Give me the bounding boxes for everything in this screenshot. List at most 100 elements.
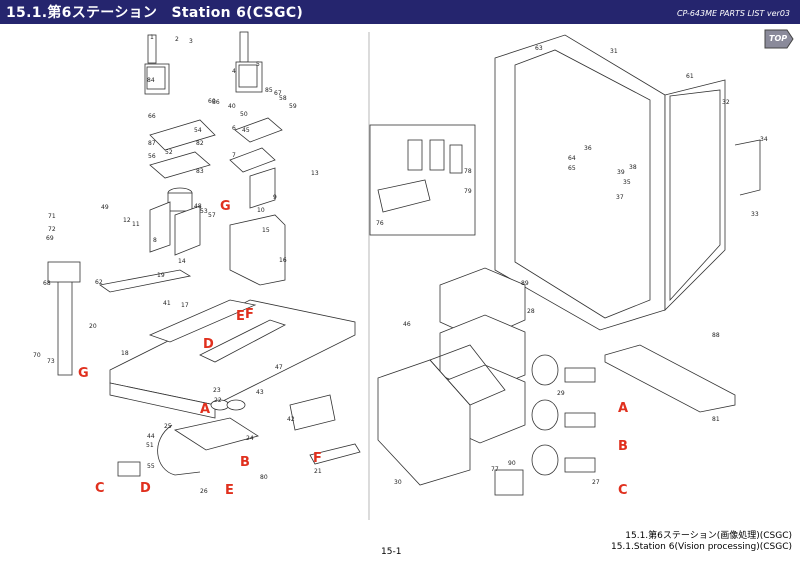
svg-text:7: 7 [232, 152, 236, 159]
page-number: 15-1 [381, 547, 402, 557]
svg-text:84: 84 [147, 77, 155, 84]
left-assembly-drawing [47, 31, 370, 520]
svg-text:53: 53 [200, 208, 208, 215]
svg-text:C: C [618, 483, 628, 498]
svg-text:59: 59 [289, 103, 297, 110]
svg-text:29: 29 [557, 390, 565, 397]
svg-text:40: 40 [228, 103, 236, 110]
svg-text:55: 55 [147, 463, 155, 470]
svg-text:87: 87 [148, 140, 156, 147]
svg-text:B: B [618, 439, 628, 454]
svg-text:57: 57 [208, 212, 216, 219]
svg-text:C: C [95, 481, 105, 496]
svg-text:43: 43 [256, 389, 264, 396]
svg-text:D: D [203, 337, 214, 352]
svg-text:B: B [240, 455, 250, 470]
svg-text:38: 38 [629, 164, 637, 171]
svg-text:56: 56 [148, 153, 156, 160]
svg-text:64: 64 [568, 155, 576, 162]
svg-text:4: 4 [232, 68, 236, 75]
svg-text:69: 69 [46, 235, 54, 242]
svg-text:18: 18 [121, 350, 129, 357]
svg-text:F: F [245, 307, 254, 322]
svg-text:G: G [220, 199, 231, 214]
svg-text:16: 16 [279, 257, 287, 264]
svg-text:37: 37 [616, 194, 624, 201]
svg-text:61: 61 [686, 73, 694, 80]
svg-text:15: 15 [262, 227, 270, 234]
svg-text:49: 49 [101, 204, 109, 211]
svg-text:12: 12 [123, 217, 131, 224]
svg-text:76: 76 [376, 220, 384, 227]
svg-text:A: A [200, 402, 210, 417]
svg-text:26: 26 [200, 488, 208, 495]
svg-text:81: 81 [712, 416, 720, 423]
svg-text:90: 90 [508, 460, 516, 467]
svg-text:82: 82 [196, 140, 204, 147]
svg-text:66: 66 [148, 113, 156, 120]
svg-text:52: 52 [165, 149, 173, 156]
svg-text:6: 6 [232, 125, 236, 132]
svg-text:68: 68 [43, 280, 51, 287]
svg-text:67: 67 [274, 90, 282, 97]
svg-text:73: 73 [47, 358, 55, 365]
svg-text:E: E [225, 483, 234, 498]
svg-text:10: 10 [257, 207, 265, 214]
svg-text:88: 88 [712, 332, 720, 339]
svg-text:F: F [313, 451, 322, 466]
callout-numbers: 1 2 3 4 5 6 7 8 9 10 11 12 13 14 15 16 1… [33, 34, 768, 495]
svg-text:5: 5 [256, 61, 260, 68]
svg-text:46: 46 [403, 321, 411, 328]
svg-text:32: 32 [722, 99, 730, 106]
svg-text:9: 9 [273, 194, 277, 201]
svg-text:24: 24 [246, 435, 254, 442]
top-button[interactable]: TOP [763, 26, 795, 52]
svg-text:79: 79 [464, 188, 472, 195]
section-letters: G G E F D A B C D E F A B C [78, 199, 628, 498]
svg-text:71: 71 [48, 213, 56, 220]
svg-text:78: 78 [464, 168, 472, 175]
svg-text:42: 42 [287, 416, 295, 423]
svg-text:51: 51 [146, 442, 154, 449]
svg-text:41: 41 [163, 300, 171, 307]
svg-text:83: 83 [196, 168, 204, 175]
svg-text:39: 39 [617, 169, 625, 176]
caption-japanese: 15.1.第6ステーション(画像処理)(CSGC) [625, 531, 792, 541]
page-header: 15.1.第6ステーション Station 6(CSGC) CP-643ME P… [0, 0, 800, 24]
svg-text:34: 34 [760, 136, 768, 143]
svg-text:47: 47 [275, 364, 283, 371]
svg-text:G: G [78, 366, 89, 381]
svg-text:86: 86 [212, 99, 220, 106]
svg-text:2: 2 [175, 36, 179, 43]
caption-english: 15.1.Station 6(Vision processing)(CSGC) [610, 542, 792, 552]
svg-text:89: 89 [521, 280, 529, 287]
svg-text:28: 28 [527, 308, 535, 315]
right-assembly-drawing [369, 34, 761, 496]
svg-text:27: 27 [592, 479, 600, 486]
svg-text:19: 19 [157, 272, 165, 279]
svg-text:A: A [618, 401, 628, 416]
svg-text:70: 70 [33, 352, 41, 359]
svg-text:65: 65 [568, 165, 576, 172]
svg-text:72: 72 [48, 226, 56, 233]
svg-text:85: 85 [265, 87, 273, 94]
page-title: 15.1.第6ステーション Station 6(CSGC) [6, 5, 304, 21]
svg-text:35: 35 [623, 179, 631, 186]
svg-text:3: 3 [189, 38, 193, 45]
svg-text:1: 1 [150, 34, 154, 41]
svg-text:8: 8 [153, 237, 157, 244]
svg-text:54: 54 [194, 127, 202, 134]
svg-text:25: 25 [164, 423, 172, 430]
svg-text:63: 63 [535, 45, 543, 52]
top-button-label: TOP [769, 34, 788, 43]
svg-text:30: 30 [394, 479, 402, 486]
document-label: CP-643ME PARTS LIST ver03 [676, 9, 790, 18]
svg-text:31: 31 [610, 48, 618, 55]
svg-text:E: E [236, 309, 245, 324]
svg-text:80: 80 [260, 474, 268, 481]
svg-text:D: D [140, 481, 151, 496]
svg-text:77: 77 [491, 466, 499, 473]
svg-text:45: 45 [242, 127, 250, 134]
svg-text:21: 21 [314, 468, 322, 475]
